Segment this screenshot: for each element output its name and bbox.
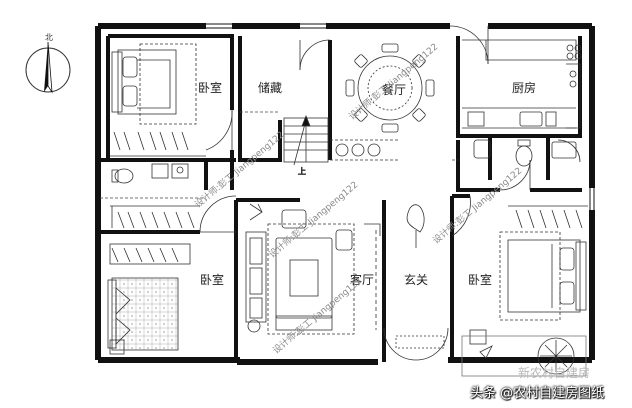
terrace-planting	[461, 335, 587, 377]
dashed-partitions	[100, 111, 458, 199]
dining-table	[345, 43, 435, 133]
compass: 北	[25, 33, 71, 94]
room-label-living: 客厅	[350, 272, 374, 287]
sw-bed	[107, 243, 191, 355]
nw-bed	[110, 43, 206, 157]
room-label-bedroom-sw: 卧室	[200, 272, 224, 287]
bathroom-fixtures	[110, 163, 200, 229]
small-bath	[473, 139, 577, 167]
watermark-living-bottom: 设计师:彭工 Jiangpeng122	[270, 275, 364, 357]
staircase: 上	[283, 114, 400, 176]
interior-walls	[100, 34, 582, 362]
room-label-bedroom-se: 卧室	[468, 272, 492, 287]
room-label-bedroom-nw: 卧室	[198, 80, 222, 95]
watermark-foyer: 设计师:彭工 Jiangpeng122	[430, 165, 524, 247]
foyer-fixtures	[395, 204, 445, 349]
exterior-walls	[95, 23, 595, 365]
kitchen-fixtures	[462, 39, 582, 129]
se-bed	[469, 205, 588, 345]
watermark-living-top: 设计师:彭工 Jiangpeng122	[266, 179, 360, 261]
compass-north-label: 北	[45, 33, 53, 42]
room-label-dining: 餐厅	[382, 82, 406, 97]
credit-shadow-text: 新农村自建房	[518, 366, 591, 380]
credit-overlay: 头条 @农村自建房图纸	[470, 386, 605, 401]
stair-up-label: 上	[298, 167, 306, 176]
room-label-foyer: 玄关	[404, 272, 428, 287]
door-swings	[199, 25, 581, 361]
living-room-furniture	[245, 203, 381, 335]
room-label-storage: 储藏	[258, 80, 282, 95]
room-label-kitchen: 厨房	[512, 80, 536, 95]
